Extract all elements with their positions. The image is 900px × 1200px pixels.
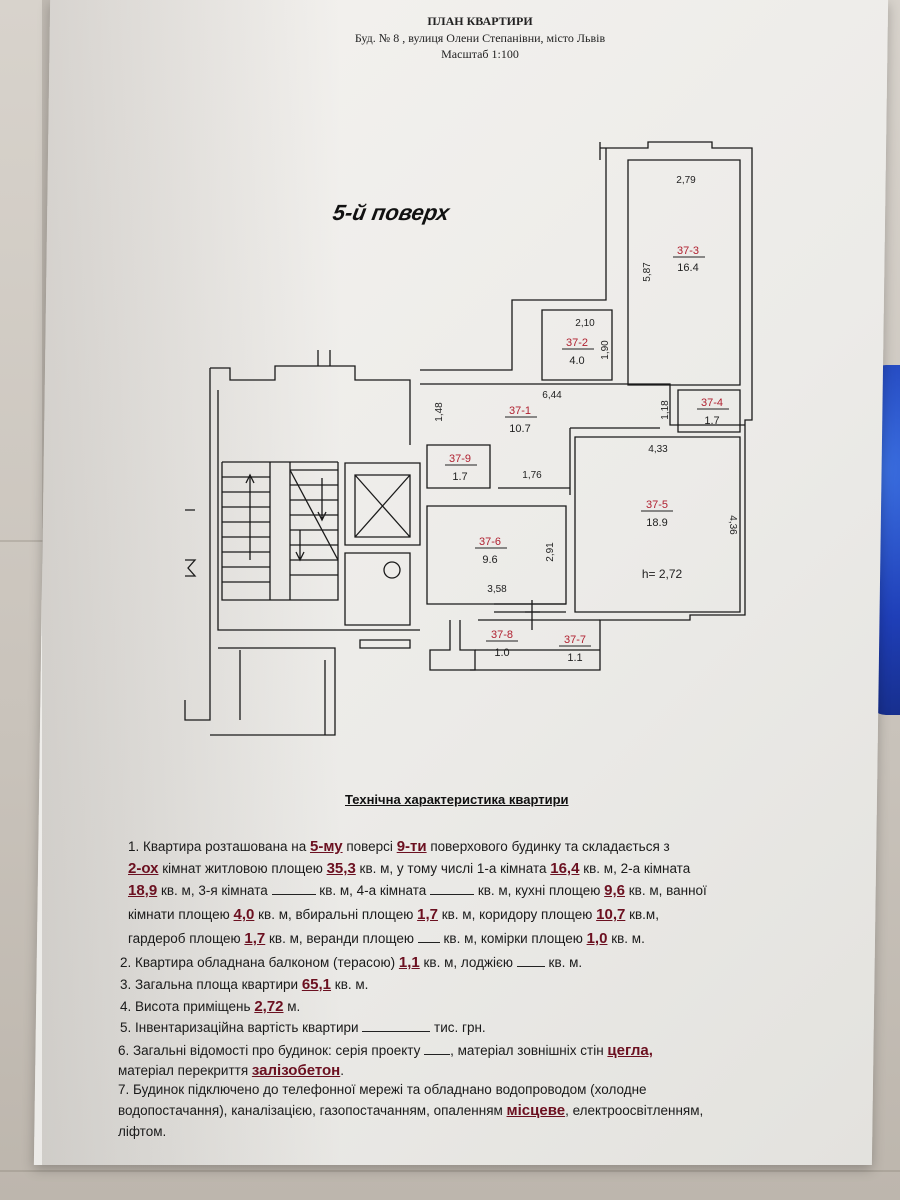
tech-line-10: 6. Загальні відомості про будинок: серія…	[118, 1042, 653, 1059]
room-37-4-area: 1.7	[704, 415, 719, 427]
plan-walls	[184, 141, 753, 736]
room-37-3-id: 37-3	[677, 245, 699, 257]
tech-line-13: водопостачання), каналізацією, газопоста…	[118, 1102, 704, 1119]
room-37-7-id: 37-7	[564, 634, 586, 646]
dim-4-36: 4,36	[727, 515, 738, 535]
dim-1-18: 1,18	[660, 400, 671, 420]
room-37-7-area: 1.1	[567, 652, 582, 664]
tech-line-11: матеріал перекриття залізобетон.	[118, 1062, 344, 1079]
dim-6-44: 6,44	[542, 390, 562, 401]
room-37-2-id: 37-2	[566, 337, 588, 349]
tech-line-2: 2-ох кімнат житловою площею 35,3 кв. м, …	[128, 860, 691, 877]
floor-plan: 37-3 16.4 37-2 4.0 37-1 10.7 37-4 1.7 37…	[184, 141, 753, 736]
dim-3-58: 3,58	[487, 584, 507, 595]
room-37-8-area: 1.0	[494, 647, 509, 659]
ceiling-height: h= 2,72	[642, 567, 683, 581]
dim-2-91: 2,91	[545, 542, 556, 562]
dim-1-76: 1,76	[522, 470, 542, 481]
dim-2-79: 2,79	[676, 175, 696, 186]
dim-1-90: 1,90	[600, 340, 611, 360]
room-37-6-area: 9.6	[482, 554, 497, 566]
room-37-5-area: 18.9	[646, 517, 667, 529]
tech-line-4: кімнати площею 4,0 кв. м, вбиральні площ…	[128, 906, 659, 923]
room-37-1-area: 10.7	[509, 423, 530, 435]
tech-line-5: гардероб площею 1,7 кв. м, веранди площе…	[128, 930, 645, 947]
room-37-5-id: 37-5	[646, 499, 668, 511]
scale: Масштаб 1:100	[441, 47, 519, 61]
dim-5-87: 5,87	[642, 262, 653, 282]
tech-line-1: 1. Квартира розташована на 5-му поверсі …	[128, 838, 670, 855]
tech-title: Технічна характеристика квартири	[345, 792, 569, 807]
dim-2-10: 2,10	[575, 318, 595, 329]
room-37-1-id: 37-1	[509, 405, 531, 417]
tech-line-7: 3. Загальна площа квартири 65,1 кв. м.	[120, 976, 369, 993]
address: Буд. № 8 , вулиця Олени Степанівни, міст…	[354, 31, 606, 45]
tech-line-8: 4. Висота приміщень 2,72 м.	[120, 998, 301, 1015]
dim-1-48: 1,48	[434, 402, 445, 422]
tech-line-3: 18,9 кв. м, 3-я кімната кв. м, 4-а кімна…	[128, 882, 707, 899]
tech-line-9: 5. Інвентаризаційна вартість квартири ти…	[120, 1020, 486, 1035]
room-37-9-area: 1.7	[452, 471, 467, 483]
tech-line-14: ліфтом.	[118, 1124, 167, 1139]
room-37-3-area: 16.4	[677, 262, 698, 274]
plan-title: ПЛАН КВАРТИРИ	[427, 14, 533, 28]
table-seam	[0, 1170, 900, 1172]
tech-line-6: 2. Квартира обладнана балконом (терасою)…	[120, 954, 583, 971]
tech-line-12: 7. Будинок підключено до телефонної мере…	[118, 1082, 647, 1097]
room-37-8-id: 37-8	[491, 629, 513, 641]
room-37-2-area: 4.0	[569, 355, 584, 367]
room-37-6-id: 37-6	[479, 536, 501, 548]
room-37-9-id: 37-9	[449, 453, 471, 465]
room-37-4-id: 37-4	[701, 397, 723, 409]
dim-4-33: 4,33	[648, 444, 668, 455]
